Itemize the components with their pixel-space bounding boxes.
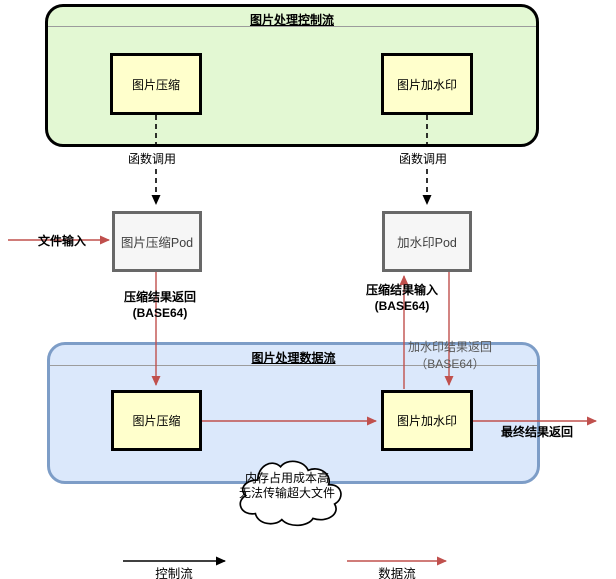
control-compress-label: 图片压缩: [131, 77, 180, 92]
control-container-title: 图片处理控制流: [249, 13, 334, 27]
data-compress-label: 图片压缩: [132, 414, 181, 428]
compress-input-label: 压缩结果输入 (BASE64): [366, 282, 438, 314]
compress-return-line1: 压缩结果返回: [123, 290, 197, 304]
watermark-return-line1: 加水印结果返回: [407, 340, 493, 354]
data-watermark-label: 图片加水印: [396, 414, 457, 428]
watermark-return-line2: （BASE64）: [415, 357, 485, 371]
compress-pod-box: 图片压缩Pod: [112, 211, 202, 272]
watermark-pod-label: 加水印Pod: [397, 236, 457, 250]
control-compress-box: 图片压缩: [110, 53, 202, 115]
file-input-label: 文件输入: [37, 234, 87, 248]
legend-data-label: 数据流: [378, 567, 416, 579]
watermark-pod-box: 加水印Pod: [382, 211, 472, 272]
compress-return-label: 压缩结果返回 (BASE64): [124, 289, 196, 321]
func-call-label-right: 函数调用: [397, 150, 449, 167]
watermark-return-label: 加水印结果返回 （BASE64）: [408, 339, 492, 373]
control-container-divider: [48, 26, 536, 27]
data-watermark-box: 图片加水印: [381, 390, 473, 451]
cloud-note-line2: 无法传输超大文件: [238, 486, 336, 500]
data-container-divider: [50, 365, 537, 366]
control-watermark-box: 图片加水印: [381, 53, 473, 115]
cloud-note: 内存占用成本高 无法传输超大文件: [239, 471, 335, 501]
cloud-note-line1: 内存占用成本高: [244, 471, 330, 485]
func-call-label-left: 函数调用: [126, 150, 178, 167]
final-return-label: 最终结果返回: [500, 425, 574, 439]
legend-control-label: 控制流: [155, 567, 193, 579]
control-watermark-label: 图片加水印: [396, 77, 457, 92]
data-compress-box: 图片压缩: [111, 390, 202, 451]
data-container-title: 图片处理数据流: [251, 351, 336, 365]
compress-input-line1: 压缩结果输入: [365, 283, 439, 297]
compress-pod-label: 图片压缩Pod: [120, 236, 194, 250]
compress-input-line2: (BASE64): [374, 299, 430, 313]
compress-return-line2: (BASE64): [132, 306, 188, 320]
